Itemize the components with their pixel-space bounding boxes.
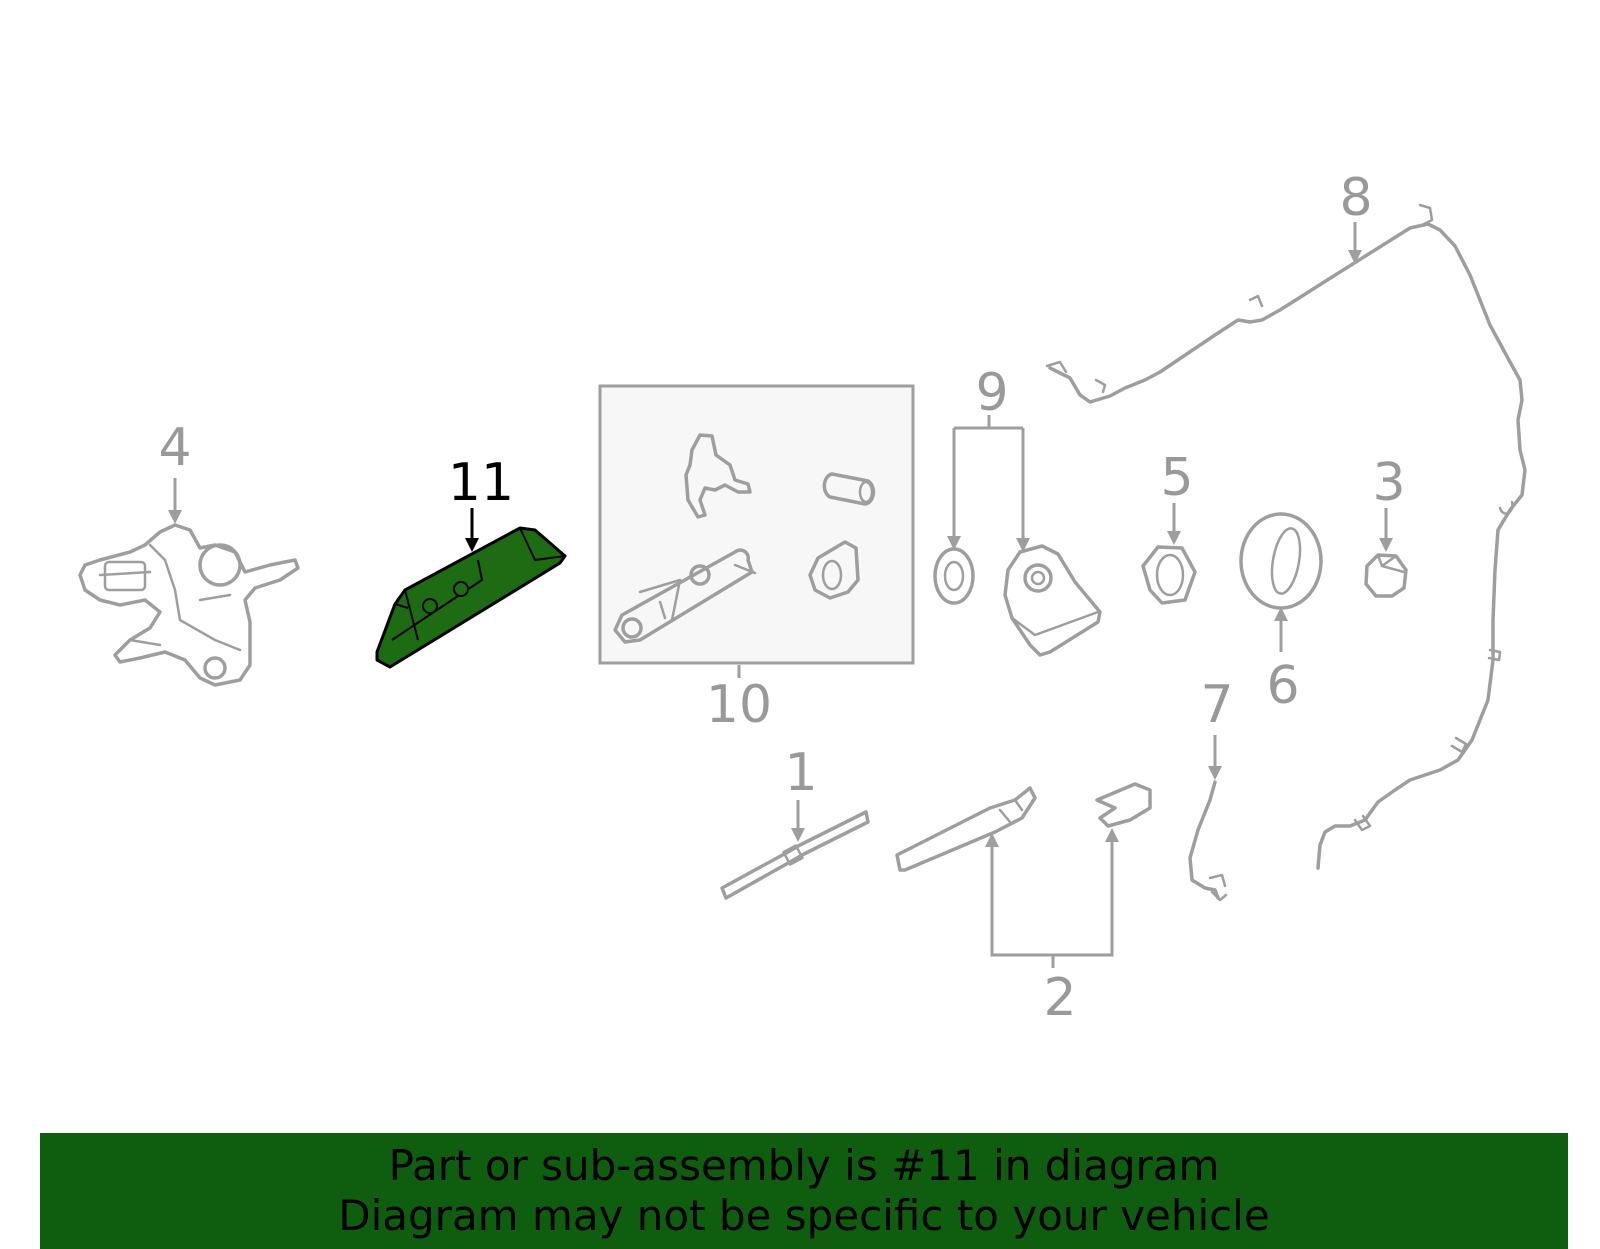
callout-1: 1 [784,743,817,803]
arrowhead-7 [1208,766,1222,780]
arrowhead-5 [1167,531,1181,545]
part-2-clip[interactable] [1095,782,1152,828]
callout-4: 4 [158,418,191,478]
arrowhead-8 [1348,250,1362,264]
part-2-bracket-long[interactable] [895,786,1037,872]
callout-11: 11 [448,453,514,513]
part-6-cap[interactable] [1239,512,1323,610]
callout-2: 2 [1043,968,1076,1028]
part-9-bracket[interactable] [1003,544,1102,657]
part-3-hex-cap[interactable] [1364,553,1408,598]
arrowhead-1 [791,828,805,842]
arrowhead-11 [465,538,479,552]
arrowhead-4 [168,510,182,524]
part-10-kit-box[interactable] [598,384,915,665]
callout-10: 10 [706,675,772,735]
info-banner: Part or sub-assembly is #11 in diagram D… [40,1133,1568,1249]
banner-line-1: Part or sub-assembly is #11 in diagram [388,1141,1220,1190]
part-9-washer[interactable] [933,547,975,605]
part-11-cover[interactable] [375,526,567,669]
callout-3: 3 [1372,453,1405,513]
callout-6: 6 [1266,656,1299,716]
callout-5: 5 [1160,448,1193,508]
leader-9 [952,415,1025,538]
arrowhead-2 [985,828,1119,847]
banner-line-2: Diagram may not be specific to your vehi… [338,1191,1270,1240]
part-4-column-assembly[interactable] [78,523,300,687]
arrowhead-9 [947,536,1030,552]
part-8-cable[interactable] [1045,203,1527,870]
callout-7: 7 [1200,675,1233,735]
arrowhead-6 [1274,607,1288,621]
leader-2 [990,840,1114,957]
part-1-rod[interactable] [720,810,870,900]
callout-9: 9 [975,363,1008,423]
callout-8: 8 [1339,168,1372,228]
arrowhead-3 [1379,538,1393,552]
part-7-wire[interactable] [1188,780,1228,902]
part-5-nut[interactable] [1141,545,1197,605]
